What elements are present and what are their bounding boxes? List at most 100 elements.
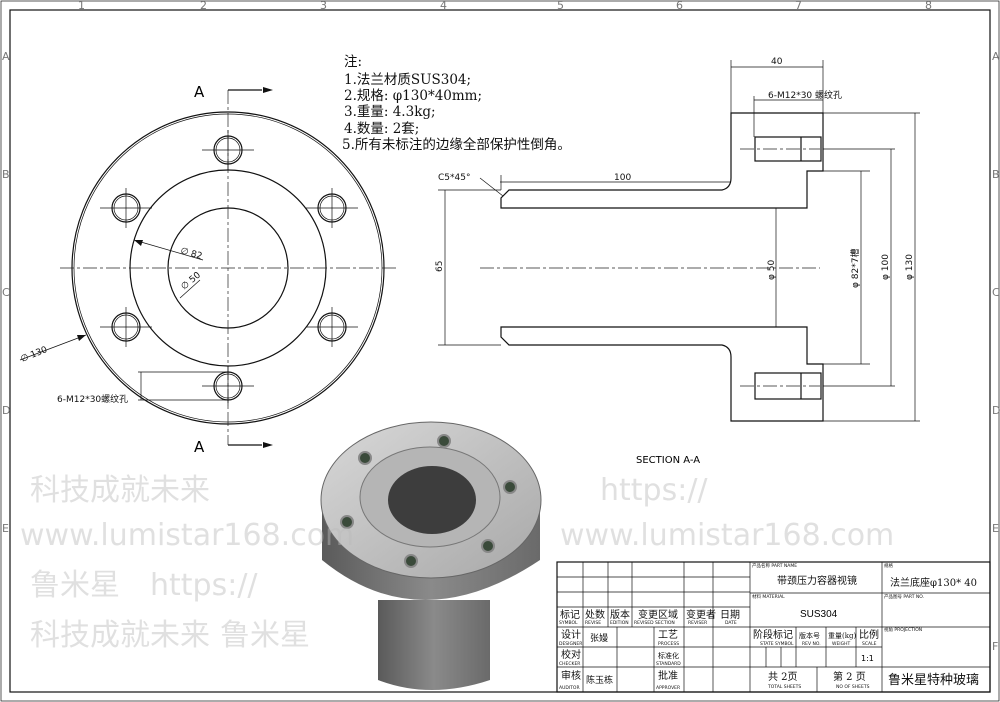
state-en: STATE SYMBOL [760, 641, 794, 647]
header-en: SYMBOL [559, 620, 578, 626]
process-cn: 工艺 [658, 629, 678, 641]
grid-row: F [992, 640, 998, 653]
material: SUS304 [800, 609, 838, 620]
watermark: 科技成就未来 [30, 473, 210, 508]
auditor-cn: 审核 [561, 669, 581, 682]
header-en: EDITION [610, 620, 629, 626]
grid-col: 8 [925, 0, 932, 12]
dim-d130: ∅ 130 [19, 345, 49, 365]
bolt-holes [100, 130, 358, 406]
grid-col: 1 [78, 0, 85, 12]
material-label: 材料 MATERIAL [752, 593, 785, 600]
state-cn: 阶段标记 [753, 628, 793, 641]
grid-row: E [2, 522, 9, 535]
grid-row: D [992, 404, 1000, 417]
grid-col: 5 [557, 0, 564, 12]
header-en: REVISED SECTION [634, 620, 675, 626]
front-view: A A ∅ 82 ∅ 50 ∅ 130 6-M12*30螺纹孔 [19, 83, 398, 456]
notes-title: 注: [344, 54, 362, 70]
rev-en: REV NO. [802, 641, 821, 647]
grid-row: C [992, 286, 1000, 299]
dim-holes-section: 6-M12*30 螺纹孔 [768, 89, 842, 101]
checker-en: CHECKER [559, 661, 580, 667]
weight-en: WEIGHT [832, 641, 850, 647]
header-cn: 日期 [720, 609, 740, 621]
note-item: 5.所有未标注的边缘全部保护性倒角。 [342, 136, 571, 153]
dim-chamfer: C5*45° [438, 173, 470, 183]
grid-row: E [992, 522, 999, 535]
sheet-no-en: NO OF SHEETS [836, 684, 870, 690]
watermarks: 科技成就未来 www.lumistar168.com 鲁米星 https:// … [20, 473, 894, 653]
grid-labels: 1 2 3 4 5 6 7 8 A B C D E A B C D E F [2, 0, 1000, 653]
part-name-label: 产品名称 PART NAME [752, 562, 797, 569]
dim-d50: ∅ 50 [180, 270, 204, 292]
grid-col: 4 [440, 0, 447, 12]
approver-cn: 批准 [658, 669, 678, 682]
section-mark-top: A [194, 83, 205, 101]
section-title: SECTION A-A [636, 455, 700, 466]
dim-d82-section: φ 82*7槽 [849, 249, 861, 288]
dim-d100-section: φ 100 [881, 254, 891, 280]
header-cn: 变更者 [686, 608, 716, 621]
standard-en: STANDARD [656, 661, 681, 667]
note-item: 4.数量: 2套; [344, 121, 419, 137]
part-no-label: 产品图号 PART NO. [884, 593, 924, 600]
grid-row: B [992, 168, 1000, 181]
watermark: https:// [600, 473, 708, 508]
section-view: 40 6-M12*30 螺纹孔 100 C5*45° 65 φ 50 φ 82*… [435, 57, 920, 466]
dim-65: 65 [435, 261, 445, 272]
grid-row: A [2, 50, 10, 63]
header-en: DATE [725, 620, 737, 626]
scale-value: 1:1 [861, 654, 874, 663]
grid-col: 2 [200, 0, 207, 12]
header-cn: 标记 [560, 609, 580, 621]
grid-col: 7 [795, 0, 802, 12]
designer-en: DESIGNER [559, 641, 582, 647]
note-item: 3.重量: 4.3kg; [344, 104, 436, 120]
grid-col: 6 [676, 0, 683, 12]
section-mark-bottom: A [194, 438, 205, 456]
checker-cn: 校对 [561, 648, 581, 661]
watermark: 科技成就未来 [30, 618, 210, 653]
notes: 注: 1.法兰材质SUS304; 2.规格: φ130*40mm; 3.重量: … [342, 54, 571, 153]
dim-100: 100 [614, 173, 631, 183]
grid-row: C [2, 286, 10, 299]
dim-d82: ∅ 82 [179, 246, 203, 262]
dim-d130-section: φ 130 [905, 254, 915, 280]
header-en: REVISE [585, 620, 601, 626]
spec: 法兰底座φ130* 40 [890, 576, 977, 589]
total-sheets-en: TOTAL SHEETS [767, 684, 801, 690]
dim-d50-section: φ 50 [767, 259, 777, 280]
dim-40: 40 [771, 57, 783, 67]
inner-frame [9, 9, 991, 693]
header-cn: 版本 [610, 608, 630, 621]
total-sheets-cn: 共 2页 [768, 671, 798, 683]
company-name: 鲁米星特种玻璃 [888, 673, 979, 688]
designer-cn: 设计 [561, 628, 581, 641]
header-cn: 处数 [585, 608, 605, 621]
standard-cn: 标准化 [658, 651, 679, 660]
title-block: 产品名称 PART NAME 带颈压力容器视镜 规格 法兰底座φ130* 40 … [556, 561, 991, 693]
auditor-en: AUDITOR [559, 685, 580, 691]
grid-row: B [2, 168, 10, 181]
header-cn: 变更区域 [638, 608, 678, 621]
grid-col: 3 [320, 0, 327, 12]
watermark: www.lumistar168.com [560, 518, 894, 553]
sheet-no-cn: 第 2 页 [833, 670, 866, 683]
process-en: PROCESS [658, 641, 679, 647]
grid-row: D [2, 404, 10, 417]
auditor-name: 陈玉栋 [586, 674, 613, 686]
watermark: 鲁米星 [30, 568, 120, 603]
rev-cn: 版本号 [799, 631, 820, 640]
projection-label: 视角 PROJECTION [884, 626, 922, 633]
watermark: www.lumistar168.com [20, 518, 354, 553]
spec-label: 规格 [884, 562, 893, 569]
approver-en: APPROVER [656, 685, 680, 691]
note-item: 2.规格: φ130*40mm; [344, 88, 482, 104]
note-item: 1.法兰材质SUS304; [344, 72, 471, 88]
designer-name: 张嫚 [590, 632, 608, 644]
watermark: https:// [150, 568, 258, 603]
